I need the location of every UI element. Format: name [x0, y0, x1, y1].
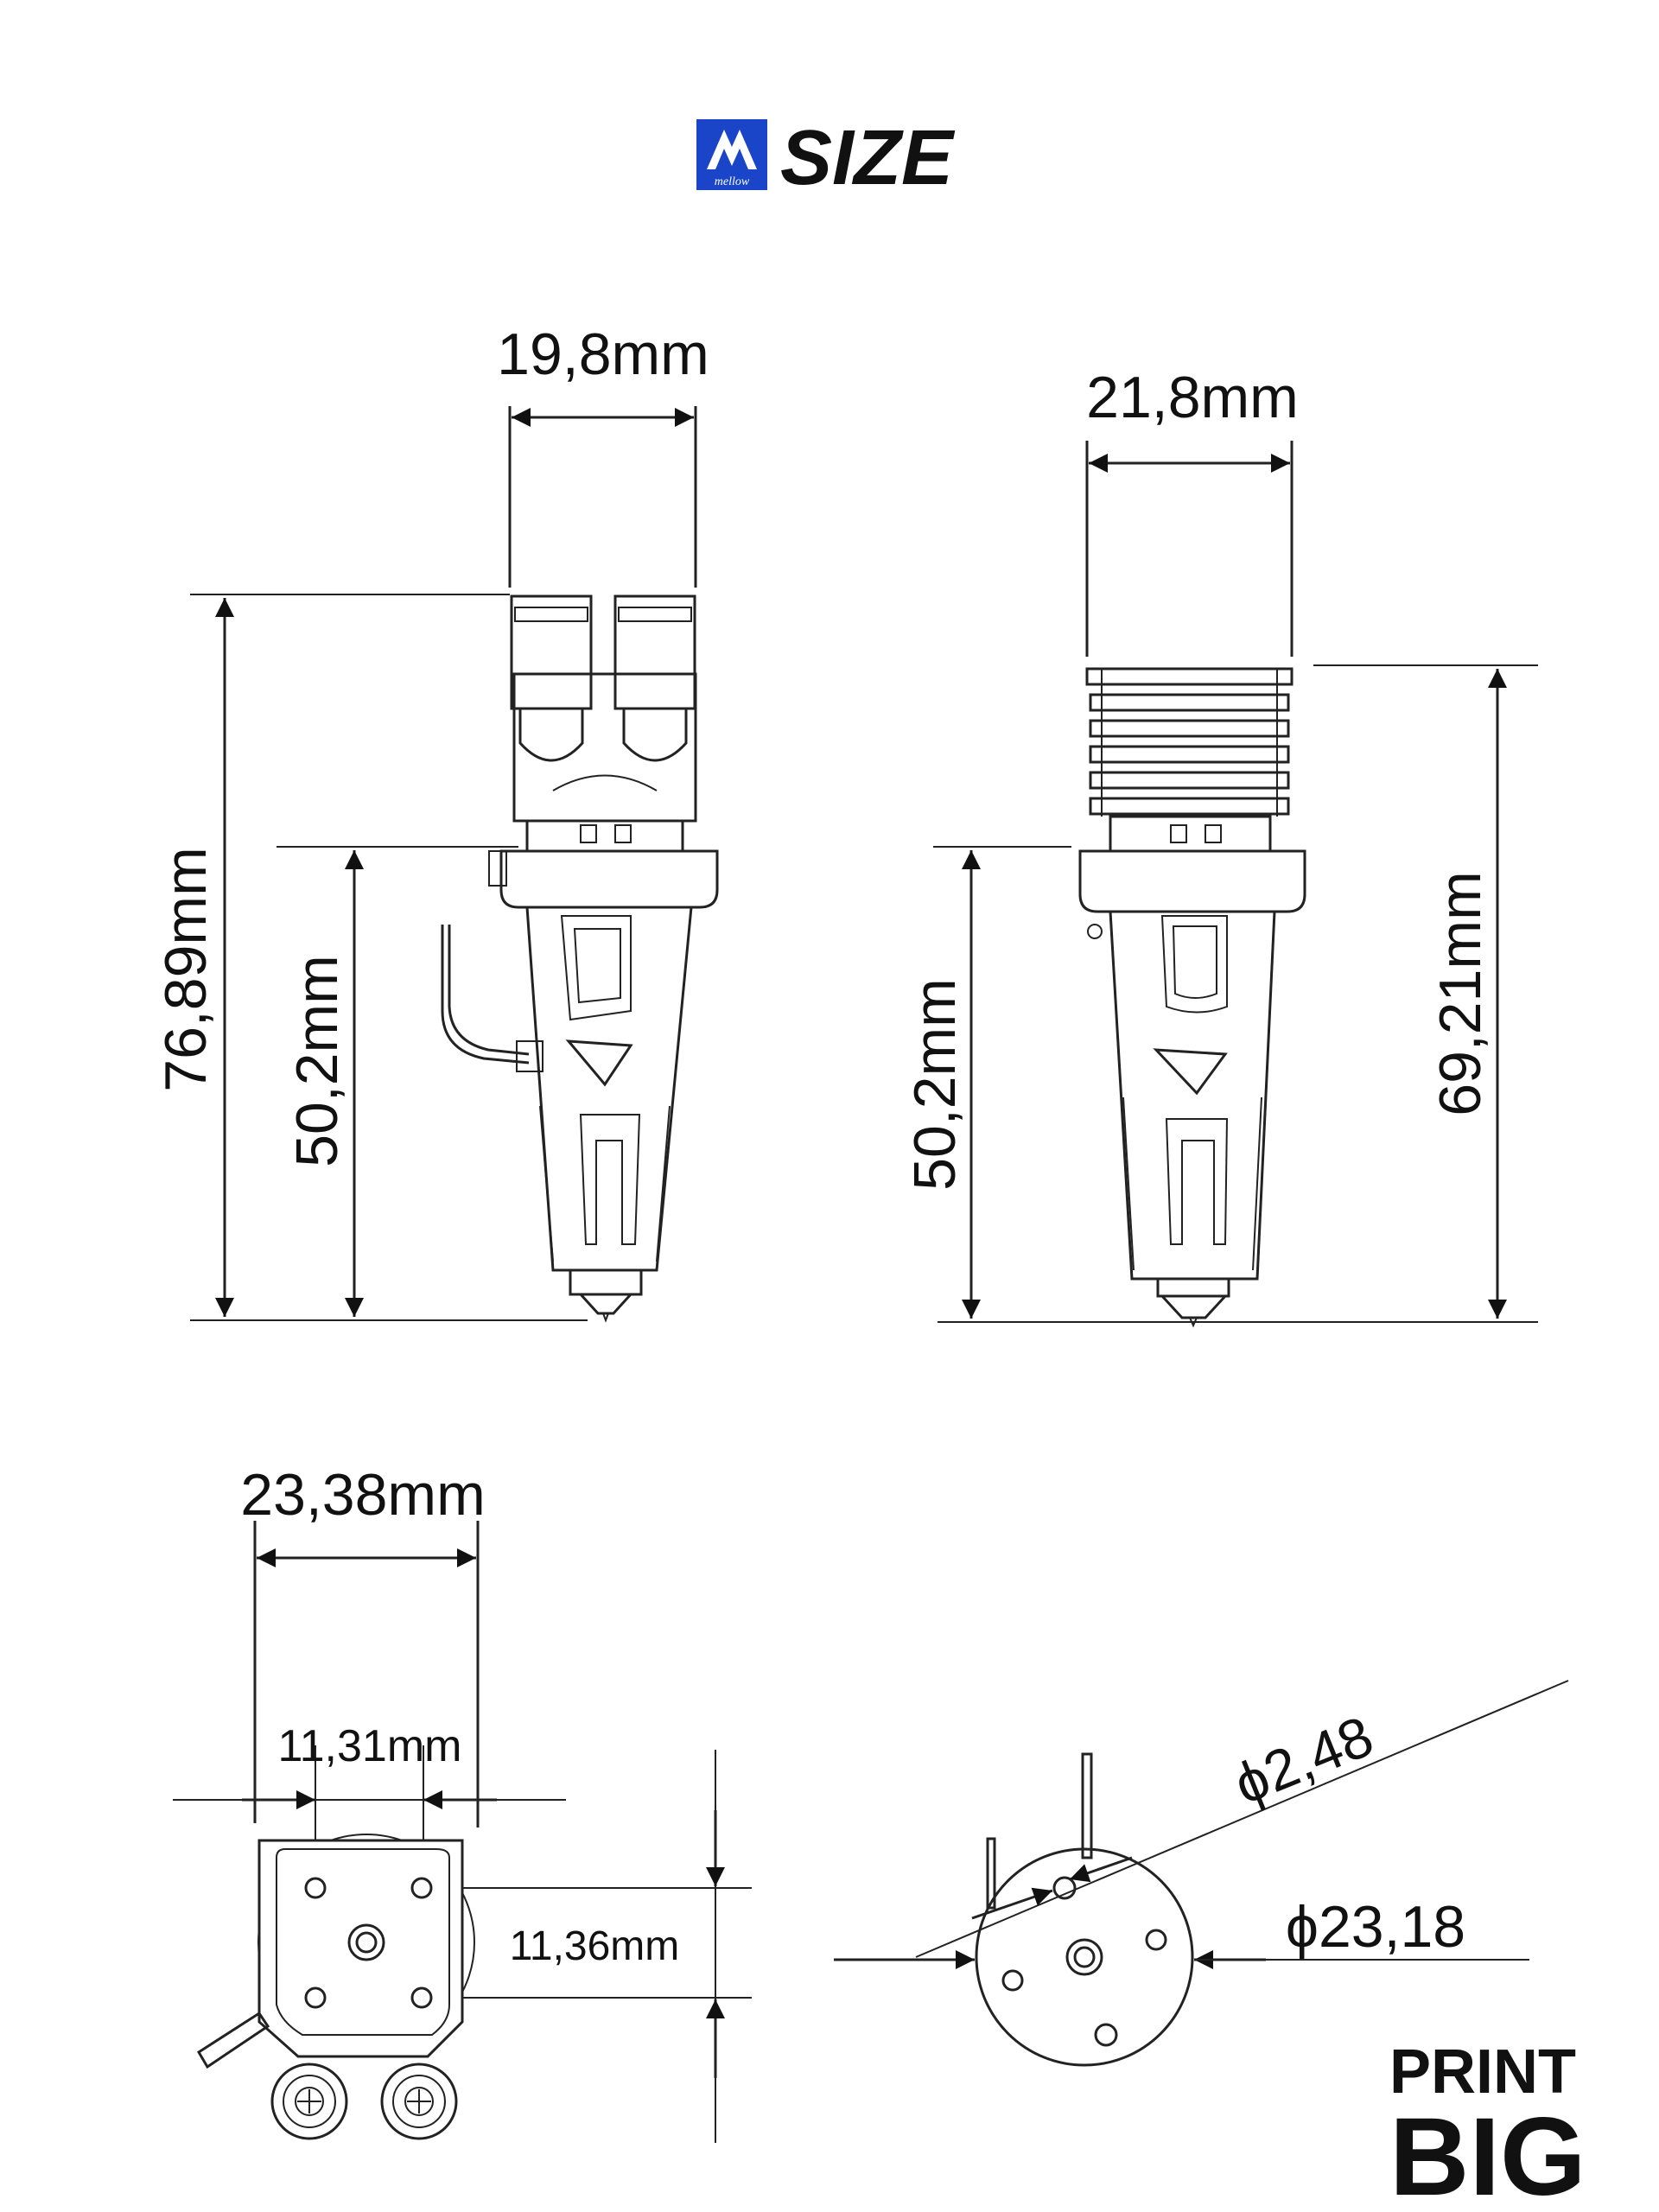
page-title: SIZE: [780, 115, 956, 201]
bottom-view-round: [834, 1680, 1569, 2067]
round-outer-diameter-label: ϕ23,18: [1286, 1894, 1465, 1960]
mellow-logo: mellow: [696, 119, 767, 190]
front-body-height-label: 50,2mm: [284, 955, 350, 1167]
watermark-line1: PRINT: [1389, 2037, 1576, 2107]
bottom-view-square: [173, 1521, 752, 2143]
heatsink-fins: [1085, 667, 1294, 817]
printbig-watermark: PRINT BIG: [1389, 2037, 1586, 2212]
logo-text: mellow: [715, 175, 750, 188]
square-hole-spacing-x-label: 11,31mm: [278, 1721, 462, 1771]
watermark-line2: BIG: [1389, 2095, 1586, 2212]
square-outer-width-label: 23,38mm: [240, 1462, 485, 1528]
front-width-label: 19,8mm: [497, 321, 709, 387]
side-body-height-label: 50,2mm: [902, 978, 968, 1191]
round-hole-diameter-label: ϕ2,48: [1225, 1703, 1382, 1816]
side-width-label: 21,8mm: [1086, 365, 1299, 430]
front-view: [190, 406, 719, 1323]
front-couplers: [510, 594, 697, 823]
header: mellow SIZE: [696, 115, 956, 201]
side-view: [933, 441, 1538, 1328]
side-total-height-label: 69,21mm: [1427, 871, 1493, 1116]
square-hole-spacing-y-label: 11,36mm: [510, 1923, 680, 1969]
front-total-height-label: 76,89mm: [153, 847, 219, 1091]
